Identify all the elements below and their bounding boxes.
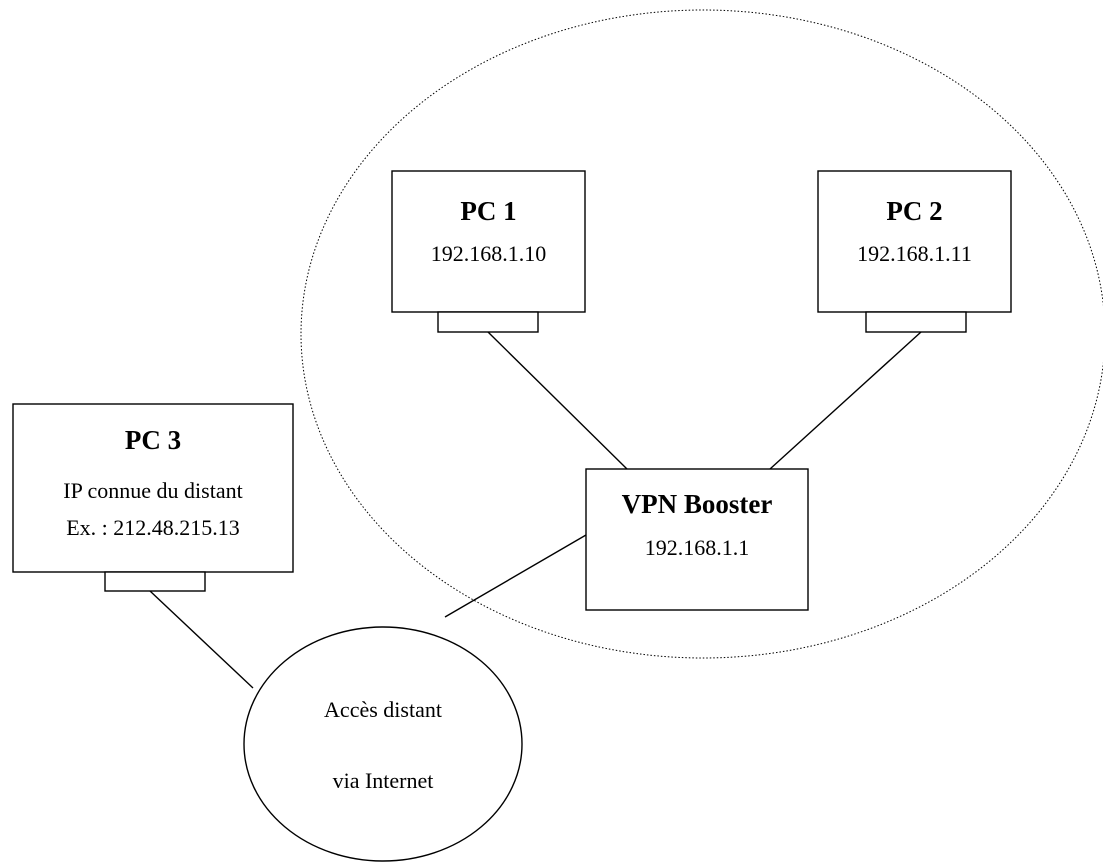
link-pc3-internet [149,590,254,689]
pc3-description: IP connue du distant [63,478,243,503]
pc2-ip: 192.168.1.11 [857,241,972,266]
lan-boundary-ellipse [300,9,1103,659]
vpn-booster-ip: 192.168.1.1 [644,535,750,560]
pc1-box [391,170,586,313]
pc1-ip: 192.168.1.10 [430,241,547,266]
pc2-title: PC 2 [886,196,943,226]
pc2-network-port [865,311,967,333]
pc1-network-port [437,311,539,333]
pc3-title: PC 3 [124,425,182,455]
internet-circle [243,626,523,862]
link-vpn-internet [444,534,587,618]
internet-label-line1: Accès distant [324,697,442,722]
link-pc2-vpn [769,331,922,470]
pc1-title: PC 1 [460,196,517,226]
pc3-example-ip: Ex. : 212.48.215.13 [66,515,240,540]
pc3-network-port [104,571,206,592]
vpn-booster-title: VPN Booster [621,489,773,519]
pc3-box [12,403,294,573]
link-pc1-vpn [487,331,628,470]
pc2-box [817,170,1012,313]
vpn-booster-box [585,468,809,611]
internet-label-line2: via Internet [332,768,434,793]
